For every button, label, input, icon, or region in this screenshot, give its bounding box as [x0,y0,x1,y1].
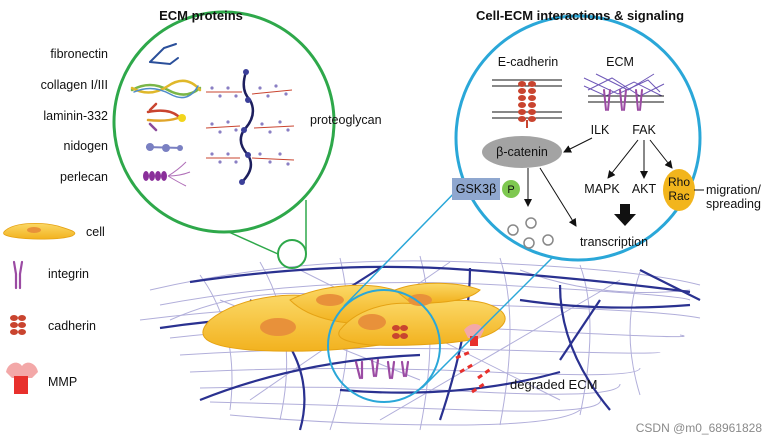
legend-integrin-label: integrin [48,267,89,281]
label-beta-catenin: β-catenin [496,145,548,159]
laminin-glyph [146,102,186,132]
legend: cell integrin cadherin MMP [3,222,105,394]
label-gsk3b: GSK3β [456,182,497,196]
label-phospho: P [507,184,514,196]
label-degraded-ecm: degraded ECM [510,377,597,392]
signaling-circle [454,14,702,262]
label-akt: AKT [632,182,657,196]
legend-cell-label: cell [86,225,105,239]
label-nidogen: nidogen [64,139,109,153]
phospho-circle [502,180,520,198]
ecm-integrin-membrane [583,73,665,111]
signaling-heading: Cell-ECM interactions & signaling [476,8,684,23]
label-perlecan: perlecan [60,170,108,184]
label-mapk: MAPK [584,182,620,196]
nidogen-glyph [145,143,183,152]
proteoglycan-glyph [205,69,295,185]
label-rho: Rho [668,175,690,189]
integrin-cluster [354,358,410,380]
label-e-cadherin: E-cadherin [498,55,558,69]
degradation-products [507,217,554,249]
label-migration: migration/ [706,183,761,197]
label-rac: Rac [668,189,689,203]
label-fibronectin: fibronectin [50,47,108,61]
ecm-proteins-heading: ECM proteins [159,8,243,23]
legend-cadherin-icon [10,315,26,335]
mmp-near-cell [464,324,484,346]
transcription-big-arrow [614,204,636,226]
label-fak: FAK [632,123,656,137]
cell-cluster [202,282,506,352]
label-spreading: spreading [706,197,761,211]
cadherin-in-cell [392,325,408,339]
label-ilk: ILK [591,123,610,137]
watermark: CSDN @m0_68961828 [636,421,763,435]
legend-mmp-label: MMP [48,375,77,389]
beta-catenin-node [482,136,562,168]
label-ecm: ECM [606,55,634,69]
label-collagen: collagen I/III [41,78,108,92]
legend-mmp-icon [6,362,38,394]
collagen-glyph [130,79,202,99]
degraded-ecm-fragments [455,350,493,394]
e-cadherin-membrane [492,79,562,128]
rho-rac-node [663,169,695,211]
fibronectin-glyph [149,43,179,66]
legend-nucleus-icon [27,227,41,233]
perlecan-glyph [143,161,191,187]
legend-integrin-icon [12,260,24,290]
gsk3b-box [452,178,500,200]
label-transcription: transcription [580,235,648,249]
ecm-proteins-circle [112,10,336,234]
signaling-arrows [524,137,704,227]
label-laminin: laminin-332 [43,109,108,123]
legend-cadherin-label: cadherin [48,319,96,333]
label-proteoglycan: proteoglycan [310,113,382,127]
